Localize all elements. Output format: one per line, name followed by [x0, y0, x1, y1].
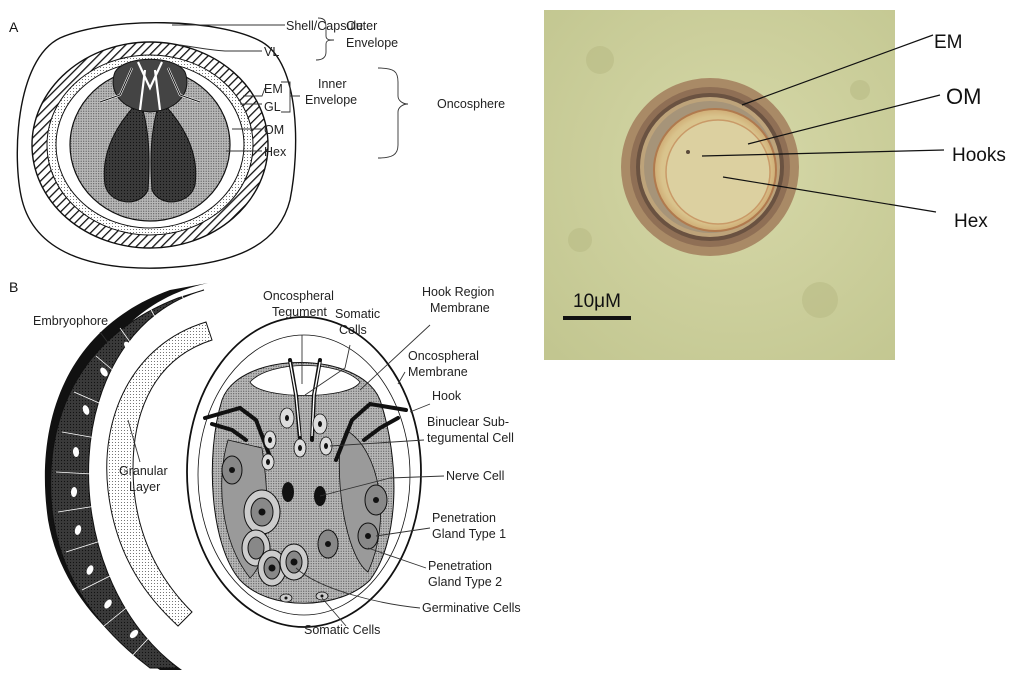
label-gl: GL [264, 100, 281, 114]
label-photo-em: EM [934, 32, 963, 53]
leader-hook [410, 404, 430, 412]
label-hook-region-2: Membrane [430, 301, 490, 315]
label-photo-om: OM [946, 84, 981, 109]
label-photo-hooks: Hooks [952, 145, 1006, 166]
label-oncospheral-tegument-1: Oncospheral [263, 289, 334, 303]
label-oncospheral-membrane-1: Oncospheral [408, 349, 479, 363]
label-nerve-cell: Nerve Cell [446, 469, 504, 483]
label-pen-gland-2-b: Gland Type 2 [428, 575, 502, 589]
label-somatic-bottom: Somatic Cells [304, 623, 380, 637]
label-em: EM [264, 82, 283, 96]
panel-b: B [9, 279, 521, 670]
label-om: OM [264, 123, 284, 137]
label-binuclear-2: tegumental Cell [427, 431, 514, 445]
label-binuclear-1: Binuclear Sub- [427, 415, 509, 429]
label-inner-envelope-1: Inner [318, 77, 347, 91]
label-outer-envelope-1: Outer [346, 19, 377, 33]
label-hook-region-1: Hook Region [422, 285, 494, 299]
egg-hex [666, 120, 770, 224]
egg-hook-dot [686, 150, 690, 154]
label-granular-2: Layer [129, 480, 160, 494]
panel-a: A Shell/Capsule VL EM GL OM [9, 18, 505, 268]
label-oncospheral-membrane-2: Membrane [408, 365, 468, 379]
label-pen-gland-1-a: Penetration [432, 511, 496, 525]
scale-bar-label: 10μM [573, 291, 621, 312]
label-hook: Hook [432, 389, 462, 403]
label-oncospheral-tegument-2: Tegument [272, 305, 327, 319]
label-inner-envelope-2: Envelope [305, 93, 357, 107]
label-pen-gland-1-b: Gland Type 1 [432, 527, 506, 541]
scale-bar [563, 316, 631, 320]
label-somatic-top-1: Somatic [335, 307, 380, 321]
leader-oncospheral-membrane [398, 372, 405, 384]
label-photo-hex: Hex [954, 211, 988, 232]
panel-a-letter: A [9, 19, 19, 35]
label-oncosphere: Oncosphere [437, 97, 505, 111]
label-somatic-top-2: Cells [339, 323, 367, 337]
label-granular-1: Granular [119, 464, 168, 478]
label-pen-gland-2-a: Penetration [428, 559, 492, 573]
label-embryophore: Embryophore [33, 314, 108, 328]
label-vl: VL [264, 45, 279, 59]
brace-oncosphere [378, 68, 408, 158]
label-outer-envelope-2: Envelope [346, 36, 398, 50]
panel-b-letter: B [9, 279, 18, 295]
photo-panel: EM OM Hooks Hex 10μM [544, 10, 1006, 360]
label-hex: Hex [264, 145, 287, 159]
label-germinative: Germinative Cells [422, 601, 521, 615]
